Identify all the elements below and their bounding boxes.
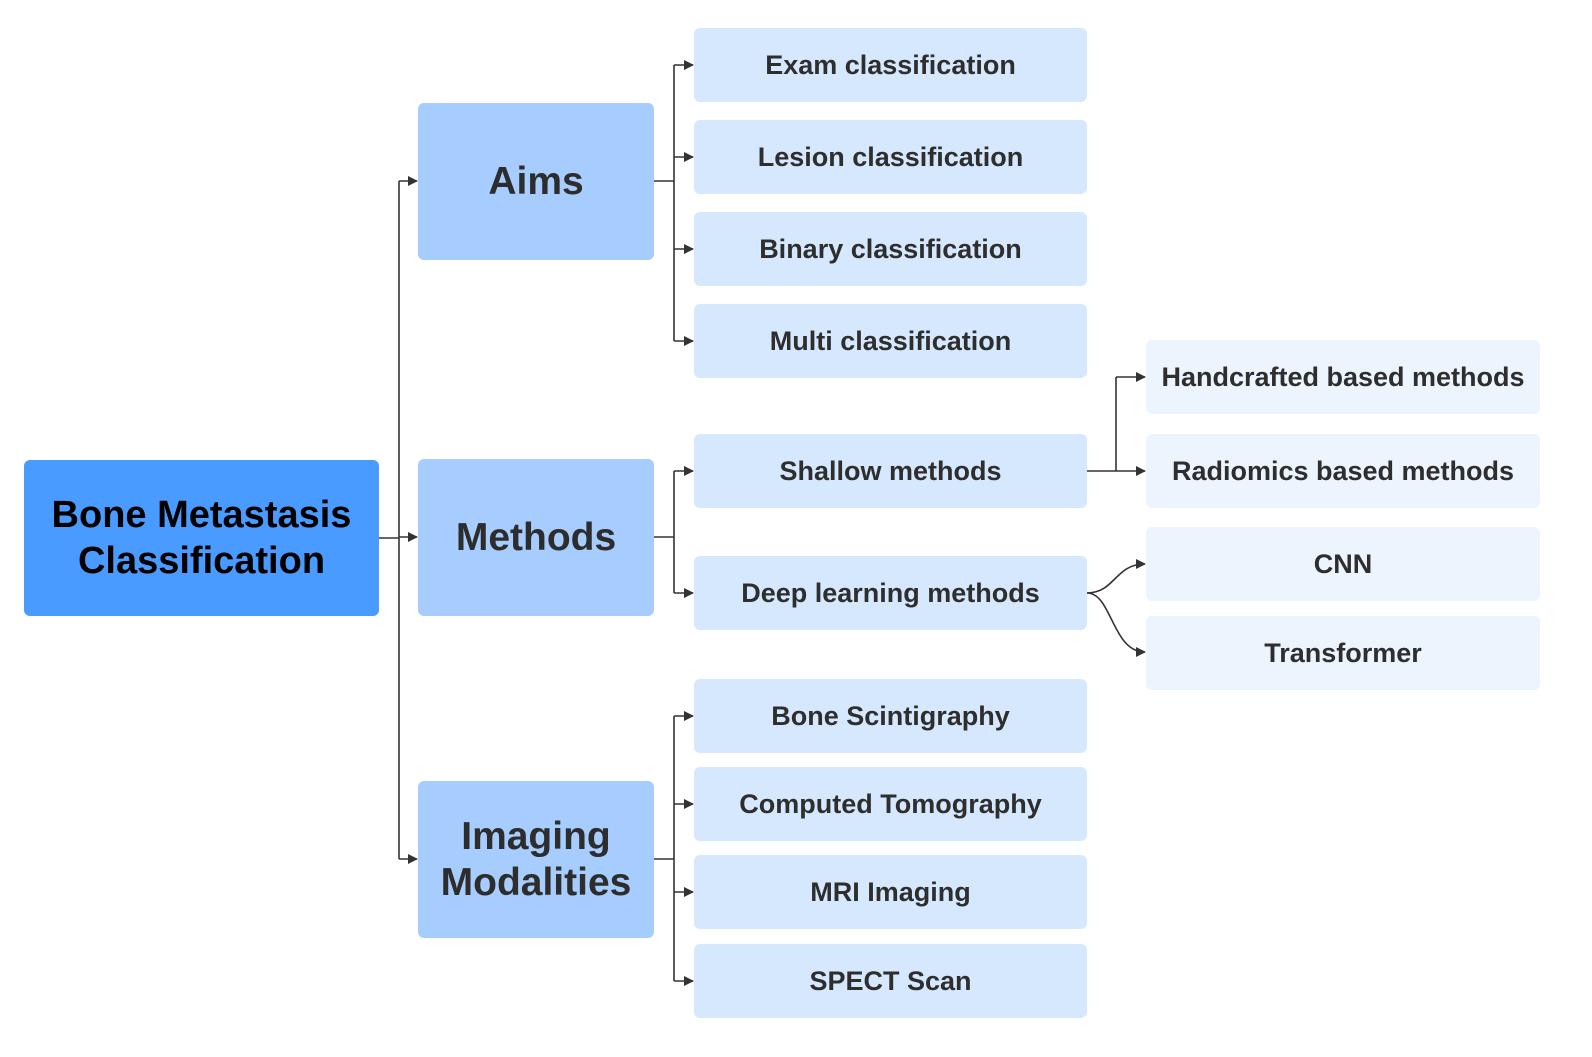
lesion-classification-label: Lesion classification — [757, 141, 1024, 172]
imaging-modalities-label: Imaging Modalities — [440, 814, 632, 904]
lesion-classification-node: Lesion classification — [694, 120, 1087, 194]
cnn-node: CNN — [1146, 527, 1540, 601]
deep-connector-arrow-0 — [1086, 559, 1146, 594]
bone-scintigraphy-label: Bone Scintigraphy — [771, 700, 1010, 731]
mri-imaging-node: MRI Imaging — [694, 855, 1087, 929]
computed-tomography-label: Computed Tomography — [739, 788, 1042, 819]
methods-node: Methods — [418, 459, 654, 616]
shallow-methods-node: Shallow methods — [694, 434, 1087, 508]
aims-label: Aims — [488, 159, 584, 203]
cnn-label: CNN — [1313, 548, 1373, 579]
root-node: Bone Metastasis Classification — [24, 460, 379, 616]
deep-learning-methods-node: Deep learning methods — [694, 556, 1087, 630]
mri-imaging-label: MRI Imaging — [810, 876, 971, 907]
bone-scintigraphy-node: Bone Scintigraphy — [694, 679, 1087, 753]
multi-classification-label: Multi classification — [769, 325, 1012, 356]
deep-learning-methods-label: Deep learning methods — [741, 577, 1040, 608]
exam-classification-label: Exam classification — [765, 49, 1016, 80]
root-label: Bone Metastasis Classification — [51, 494, 352, 582]
multi-classification-node: Multi classification — [694, 304, 1087, 378]
deep-connector-arrow-1 — [1086, 592, 1146, 657]
shallow-methods-label: Shallow methods — [779, 455, 1002, 486]
imaging-modalities-node: Imaging Modalities — [418, 781, 654, 938]
spect-scan-label: SPECT Scan — [809, 965, 972, 996]
transformer-label: Transformer — [1264, 637, 1422, 668]
radiomics-methods-node: Radiomics based methods — [1146, 434, 1540, 508]
spect-scan-node: SPECT Scan — [694, 944, 1087, 1018]
handcrafted-methods-node: Handcrafted based methods — [1146, 340, 1540, 414]
radiomics-methods-label: Radiomics based methods — [1171, 455, 1515, 486]
binary-classification-node: Binary classification — [694, 212, 1087, 286]
transformer-node: Transformer — [1146, 616, 1540, 690]
exam-classification-node: Exam classification — [694, 28, 1087, 102]
computed-tomography-node: Computed Tomography — [694, 767, 1087, 841]
handcrafted-methods-label: Handcrafted based methods — [1161, 361, 1525, 392]
methods-label: Methods — [455, 515, 617, 559]
binary-classification-label: Binary classification — [759, 233, 1022, 264]
aims-node: Aims — [418, 103, 654, 260]
